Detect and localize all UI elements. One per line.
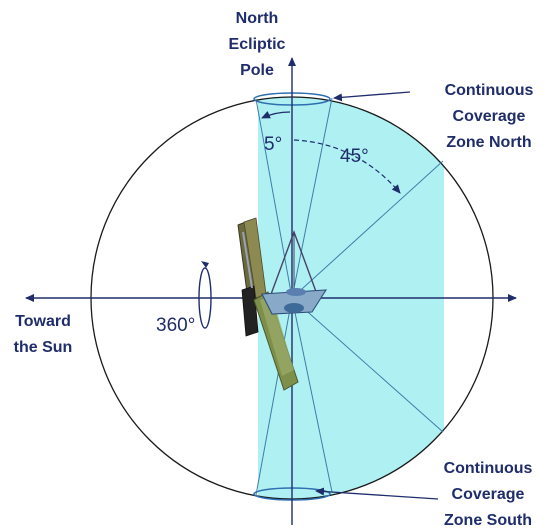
angle-45-label: 45° bbox=[340, 146, 369, 167]
north-ecliptic-pole-label: North Ecliptic Pole bbox=[229, 10, 286, 79]
ccz-south-pointer bbox=[315, 487, 439, 500]
ccz-north-line-2: Coverage bbox=[453, 108, 526, 125]
north-pole-line-1: North bbox=[236, 10, 279, 27]
ccz-south-line-3: Zone South bbox=[444, 512, 532, 529]
toward-sun-line-2: the Sun bbox=[14, 339, 73, 356]
toward-sun-line-1: Toward bbox=[15, 313, 71, 330]
ccz-north-label: Continuous Coverage Zone North bbox=[445, 82, 534, 151]
toward-sun-label: Toward the Sun bbox=[14, 313, 73, 356]
ccz-south-label: Continuous Coverage Zone South bbox=[444, 460, 533, 529]
zone-edge-lines bbox=[255, 97, 444, 496]
north-pole-line-3: Pole bbox=[240, 62, 274, 79]
ccz-north-pointer bbox=[333, 91, 411, 102]
angle-5-label: 5° bbox=[264, 134, 282, 155]
rotation-360-icon bbox=[198, 261, 212, 329]
ccz-south-line-2: Coverage bbox=[452, 486, 525, 503]
ccz-south-line-1: Continuous bbox=[444, 460, 533, 477]
ccz-north-line-3: Zone North bbox=[446, 134, 531, 151]
rotation-360-label: 360° bbox=[156, 315, 195, 336]
north-pole-line-2: Ecliptic bbox=[229, 36, 286, 53]
ccz-north-line-1: Continuous bbox=[445, 82, 534, 99]
angle-45-arc bbox=[293, 139, 401, 194]
angle-5-arc bbox=[261, 111, 291, 119]
telescope-illustration bbox=[237, 217, 328, 391]
